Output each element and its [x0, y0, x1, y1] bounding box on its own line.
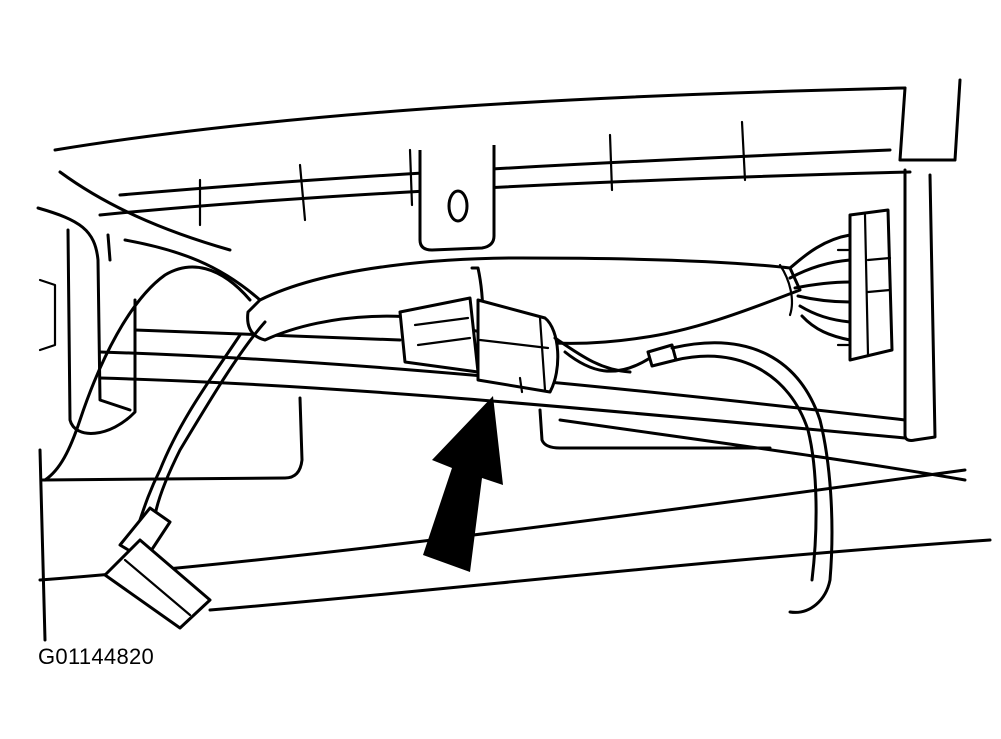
right-branch-wire — [563, 341, 834, 614]
mounting-tab — [418, 145, 496, 252]
lower-crossmember — [38, 328, 992, 642]
figure-code: G01144820 — [38, 644, 155, 669]
arrow-pointer-icon — [423, 396, 503, 572]
inline-connector — [398, 296, 632, 394]
left-branch-wire — [43, 265, 267, 630]
right-connector — [836, 168, 937, 442]
left-bracket — [36, 206, 262, 435]
upper-panel — [53, 78, 962, 252]
wiring-harness — [246, 233, 852, 345]
